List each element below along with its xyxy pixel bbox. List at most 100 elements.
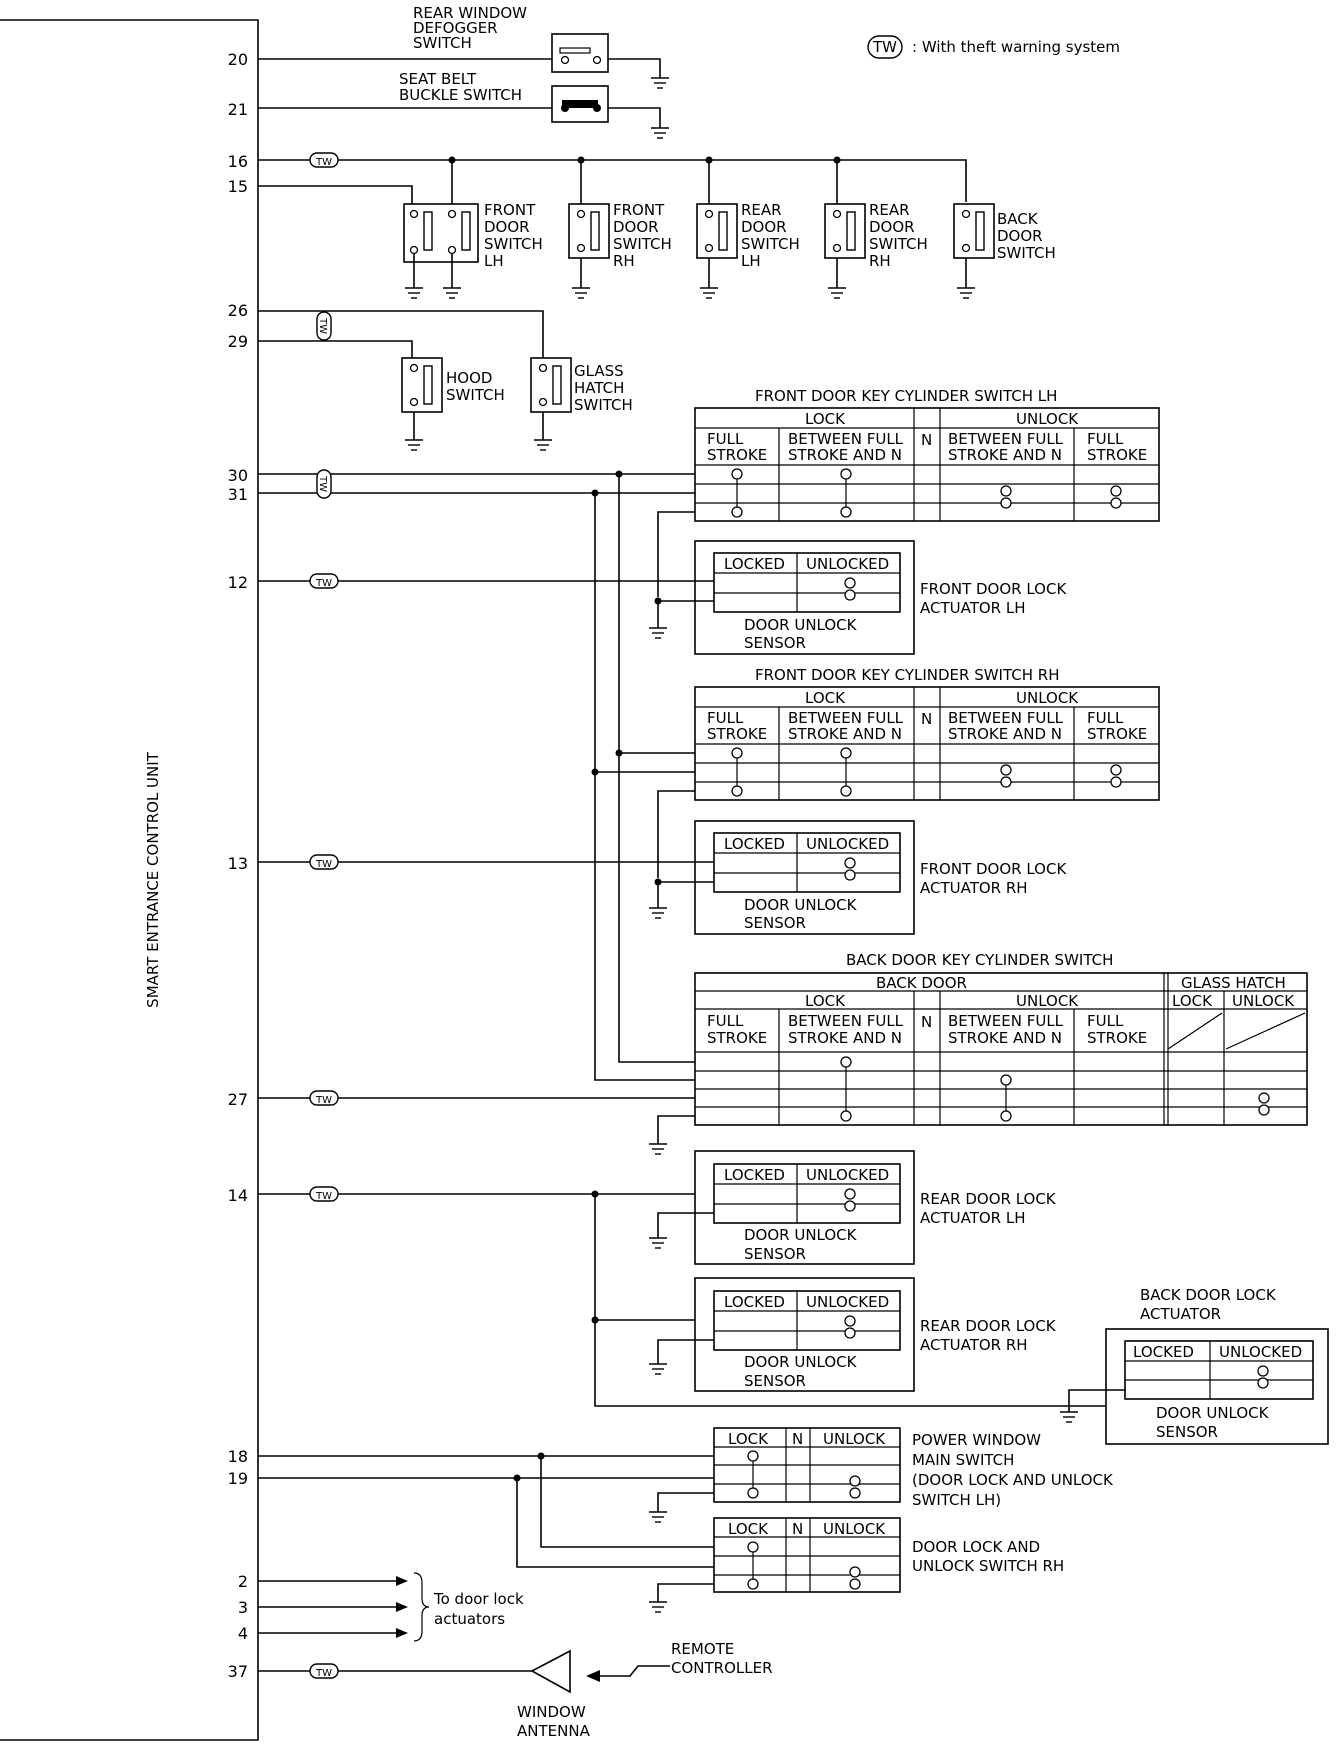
pin-15: 15: [228, 177, 248, 196]
svg-text:REMOTE: REMOTE: [671, 1640, 734, 1658]
rear-door-switch-rh: REAR DOOR SWITCH RH: [824, 201, 928, 299]
rear-door-lock-actuator-lh: LOCKED UNLOCKED DOOR UNLOCK SENSOR REAR …: [648, 1150, 1057, 1265]
svg-text:UNLOCK: UNLOCK: [1016, 410, 1079, 428]
svg-text:CONTROLLER: CONTROLLER: [671, 1659, 773, 1677]
svg-text:GLASS: GLASS: [574, 362, 624, 380]
svg-text:REAR DOOR LOCK: REAR DOOR LOCK: [920, 1190, 1057, 1208]
svg-text:LOCK: LOCK: [728, 1430, 769, 1448]
svg-text:MAIN SWITCH: MAIN SWITCH: [912, 1451, 1014, 1469]
svg-text:LH: LH: [484, 252, 504, 270]
legend: TW : With theft warning system: [867, 35, 1120, 59]
svg-text:FULL: FULL: [707, 1012, 744, 1030]
control-unit-box: [0, 19, 259, 1741]
pin-31: 31: [228, 485, 248, 504]
back-door-switch: BACK DOOR SWITCH: [953, 203, 1056, 299]
door-lock-unlock-switch-rh: LOCK N UNLOCK DOOR LOCK AND UNLOCK SWITC…: [648, 1517, 1064, 1613]
svg-text:BETWEEN FULL: BETWEEN FULL: [948, 430, 1064, 448]
svg-text:LOCK: LOCK: [1172, 992, 1213, 1010]
svg-text:SEAT BELT: SEAT BELT: [399, 70, 477, 88]
svg-text:UNLOCKED: UNLOCKED: [806, 1293, 889, 1311]
svg-text:ACTUATOR LH: ACTUATOR LH: [920, 599, 1026, 617]
svg-text:DOOR UNLOCK: DOOR UNLOCK: [744, 896, 858, 914]
svg-text:DOOR UNLOCK: DOOR UNLOCK: [744, 1353, 858, 1371]
svg-text:SWITCH: SWITCH: [446, 386, 505, 404]
svg-text:UNLOCKED: UNLOCKED: [806, 835, 889, 853]
control-unit-label: SMART ENTRANCE CONTROL UNIT: [144, 751, 162, 1008]
svg-text:N: N: [921, 710, 932, 728]
svg-text:ACTUATOR LH: ACTUATOR LH: [920, 1209, 1026, 1227]
svg-text:STROKE: STROKE: [707, 725, 767, 743]
svg-text:ACTUATOR RH: ACTUATOR RH: [920, 879, 1028, 897]
svg-text:FRONT: FRONT: [613, 201, 665, 219]
pin-30: 30: [228, 466, 248, 485]
pin-4: 4: [238, 1624, 248, 1643]
svg-text:LH: LH: [741, 252, 761, 270]
svg-text:LOCK: LOCK: [805, 689, 846, 707]
svg-text:WINDOW: WINDOW: [517, 1703, 586, 1721]
svg-text:UNLOCK: UNLOCK: [823, 1520, 886, 1538]
svg-text:DOOR LOCK AND: DOOR LOCK AND: [912, 1538, 1040, 1556]
svg-text:(DOOR LOCK AND UNLOCK: (DOOR LOCK AND UNLOCK: [912, 1471, 1114, 1489]
svg-text:DOOR: DOOR: [869, 218, 915, 236]
pin-37: 37: [228, 1662, 248, 1681]
svg-text:BACK DOOR LOCK: BACK DOOR LOCK: [1140, 1286, 1277, 1304]
key-cylinder-switch-lh: FRONT DOOR KEY CYLINDER SWITCH LH LOCK U…: [657, 387, 1160, 597]
svg-text:STROKE AND N: STROKE AND N: [788, 446, 902, 464]
pin-18: 18: [228, 1447, 248, 1466]
svg-text:DOOR: DOOR: [484, 218, 530, 236]
pin-3: 3: [238, 1598, 248, 1617]
svg-text:BETWEEN FULL: BETWEEN FULL: [788, 1012, 904, 1030]
hood-hatch-wiring: [258, 310, 544, 360]
svg-text:STROKE AND N: STROKE AND N: [788, 1029, 902, 1047]
svg-text:BACK DOOR KEY CYLINDER SWITCH: BACK DOOR KEY CYLINDER SWITCH: [846, 951, 1113, 969]
svg-text:POWER WINDOW: POWER WINDOW: [912, 1431, 1041, 1449]
svg-text:LOCKED: LOCKED: [724, 555, 785, 573]
svg-text:SWITCH: SWITCH: [574, 396, 633, 414]
seat-belt-buckle-switch: SEAT BELT BUCKLE SWITCH: [258, 70, 670, 139]
svg-text:To door lock: To door lock: [433, 1590, 524, 1608]
rear-door-switch-lh: REAR DOOR SWITCH LH: [696, 201, 800, 299]
to-door-lock-actuators: To door lock actuators: [258, 1572, 524, 1642]
svg-text:FRONT DOOR KEY CYLINDER SWITCH: FRONT DOOR KEY CYLINDER SWITCH RH: [755, 666, 1059, 684]
door-switch-bus: [258, 152, 967, 206]
svg-text:UNLOCK: UNLOCK: [823, 1430, 886, 1448]
rear-defogger-switch: REAR WINDOW DEFOGGER SWITCH: [258, 4, 670, 89]
pin-13: 13: [228, 854, 248, 873]
svg-text:LOCKED: LOCKED: [724, 1293, 785, 1311]
svg-text:STROKE AND N: STROKE AND N: [788, 725, 902, 743]
svg-text:BETWEEN FULL: BETWEEN FULL: [788, 709, 904, 727]
pin-20: 20: [228, 50, 248, 69]
svg-text:UNLOCKED: UNLOCKED: [806, 555, 889, 573]
key-cylinder-switch-rh: FRONT DOOR KEY CYLINDER SWITCH RH LOCK U…: [657, 666, 1160, 878]
svg-text:DOOR UNLOCK: DOOR UNLOCK: [1156, 1404, 1270, 1422]
svg-text:ACTUATOR RH: ACTUATOR RH: [920, 1336, 1028, 1354]
svg-text:GLASS HATCH: GLASS HATCH: [1181, 974, 1286, 992]
svg-text:REAR DOOR LOCK: REAR DOOR LOCK: [920, 1317, 1057, 1335]
svg-text:FRONT: FRONT: [484, 201, 536, 219]
svg-text:N: N: [792, 1430, 803, 1448]
svg-text:RH: RH: [869, 252, 891, 270]
pin-26: 26: [228, 301, 248, 320]
back-door-lock-actuator: BACK DOOR LOCK ACTUATOR LOCKED UNLOCKED …: [1059, 1286, 1329, 1445]
front-door-lock-actuator-rh: LOCKED UNLOCKED DOOR UNLOCK SENSOR FRONT…: [258, 820, 1067, 935]
svg-text:STROKE AND N: STROKE AND N: [948, 725, 1062, 743]
svg-text:BETWEEN FULL: BETWEEN FULL: [948, 1012, 1064, 1030]
glass-hatch-switch: GLASS HATCH SWITCH: [530, 357, 633, 451]
svg-text:FRONT DOOR LOCK: FRONT DOOR LOCK: [920, 580, 1067, 598]
svg-text:FULL: FULL: [1087, 709, 1124, 727]
svg-text:LOCKED: LOCKED: [724, 1166, 785, 1184]
window-antenna: WINDOW ANTENNA: [258, 1649, 591, 1740]
svg-text:DOOR UNLOCK: DOOR UNLOCK: [744, 1226, 858, 1244]
pin-27: 27: [228, 1090, 248, 1109]
svg-text:LOCK: LOCK: [805, 410, 846, 428]
svg-text:ACTUATOR: ACTUATOR: [1140, 1305, 1221, 1323]
svg-text:UNLOCKED: UNLOCKED: [806, 1166, 889, 1184]
svg-text:BUCKLE SWITCH: BUCKLE SWITCH: [399, 86, 522, 104]
pin-14: 14: [228, 1186, 248, 1205]
svg-text:FULL: FULL: [707, 709, 744, 727]
pin18-19-bus: [258, 1452, 714, 1568]
svg-text:N: N: [792, 1520, 803, 1538]
svg-text:SWITCH: SWITCH: [741, 235, 800, 253]
svg-text:BACK: BACK: [997, 210, 1039, 228]
